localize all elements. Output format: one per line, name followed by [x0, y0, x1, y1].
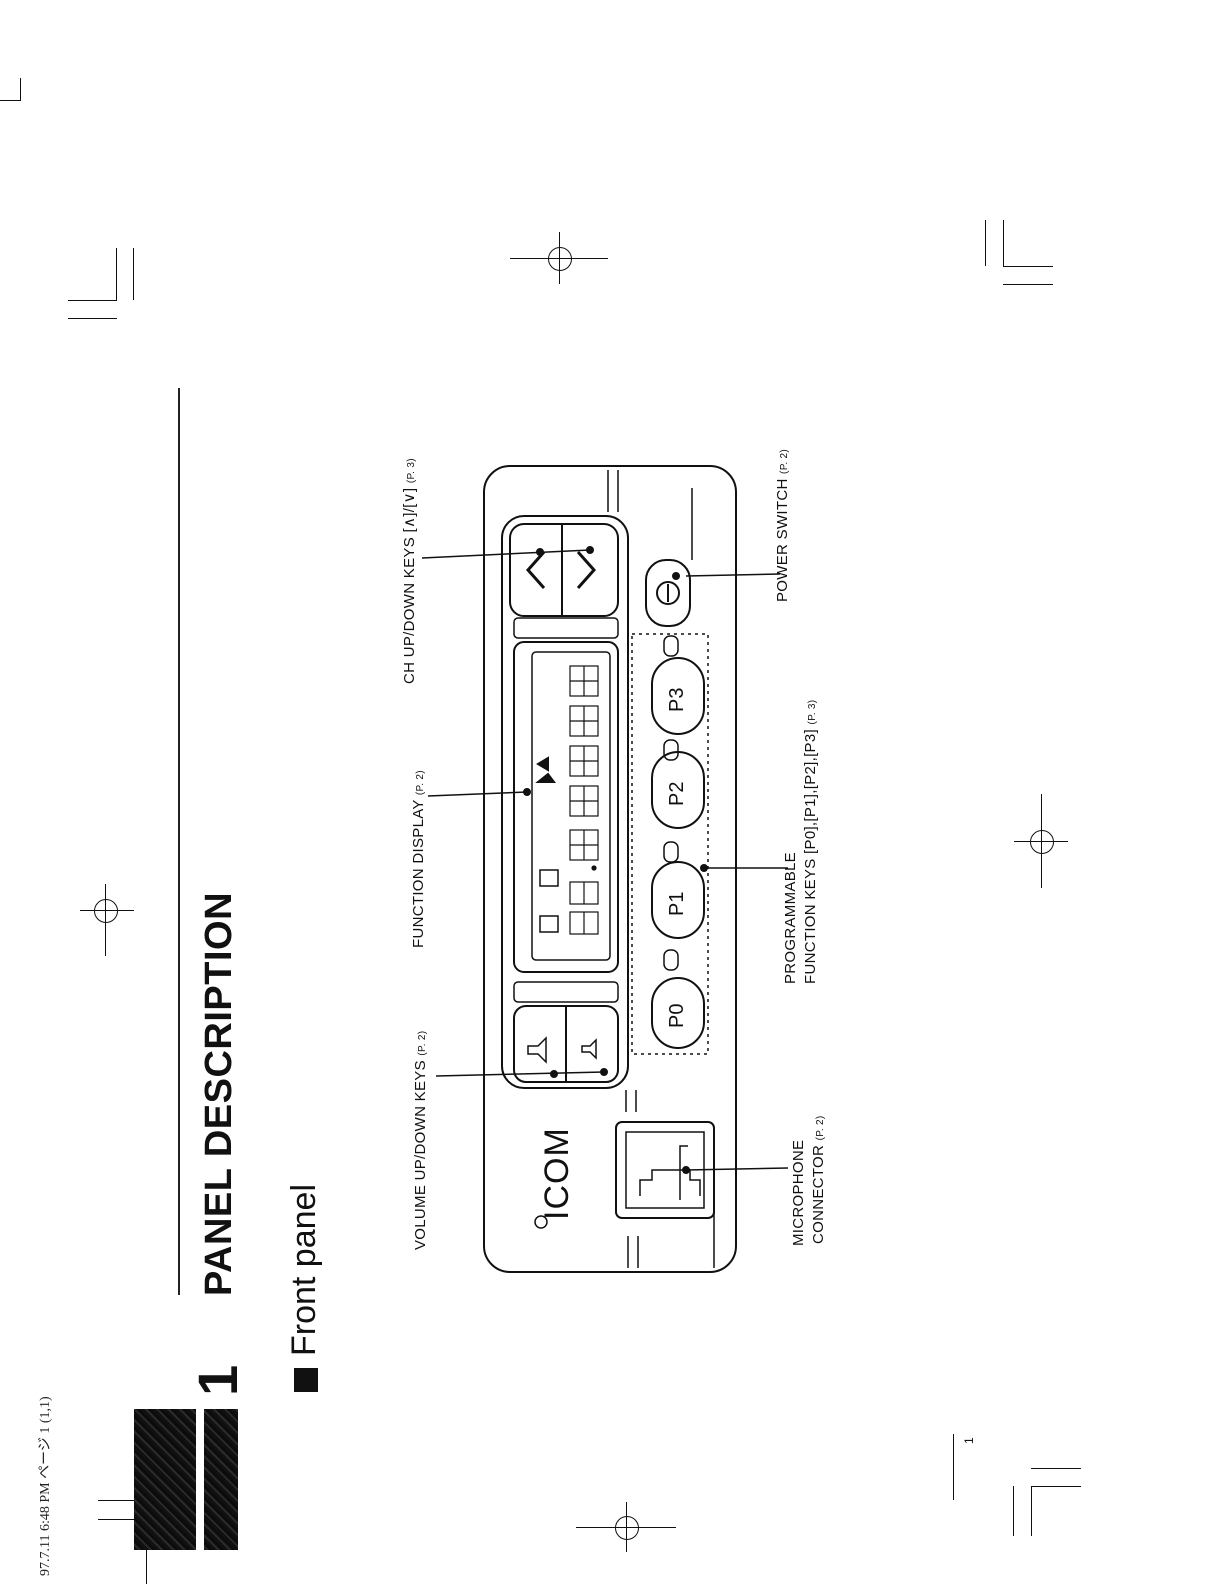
p3-key-label: P3	[666, 688, 689, 712]
label-microphone-line2: CONNECTOR (P. 2)	[810, 1115, 827, 1244]
signal-icon	[540, 870, 558, 886]
p1-key-label: P1	[666, 892, 689, 916]
label-power-ref: (P. 2)	[779, 449, 790, 474]
volume-down-key-icon	[582, 1040, 596, 1058]
label-programmable-line2: FUNCTION KEYS [P0],[P1],[P2],[P3] (P. 3)	[802, 700, 819, 984]
p0-key-label: P0	[666, 1004, 689, 1028]
label-programmable-ref: (P. 3)	[807, 700, 818, 725]
speaker-indicator-icon	[538, 758, 548, 770]
label-volume-text: VOLUME UP/DOWN KEYS	[412, 1060, 429, 1250]
volume-up-key-icon	[528, 1038, 546, 1062]
label-function-display: FUNCTION DISPLAY (P. 2)	[410, 770, 427, 948]
label-volume-keys: VOLUME UP/DOWN KEYS (P. 2)	[412, 1031, 429, 1250]
label-function-display-text: FUNCTION DISPLAY	[410, 800, 427, 948]
ch-up-key-icon	[528, 552, 544, 588]
label-microphone-text: CONNECTOR	[810, 1145, 827, 1244]
label-programmable-text: FUNCTION KEYS [P0],[P1],[P2],[P3]	[802, 729, 819, 984]
label-power-switch: POWER SWITCH (P. 2)	[774, 449, 791, 602]
scan-icon	[540, 916, 558, 932]
label-microphone-ref: (P. 2)	[815, 1115, 826, 1140]
p2-key-label: P2	[666, 782, 689, 806]
label-ch-keys-ref: (P. 3)	[406, 458, 417, 483]
label-ch-keys-text: CH UP/DOWN KEYS [∧]/[∨]	[401, 488, 418, 684]
label-power-text: POWER SWITCH	[774, 478, 791, 602]
display-digits	[570, 666, 598, 934]
ch-down-key-icon	[578, 552, 594, 588]
label-function-display-ref: (P. 2)	[415, 770, 426, 795]
label-volume-ref: (P. 2)	[417, 1031, 428, 1056]
bell-icon	[538, 774, 554, 782]
brand-logo: ICOM	[538, 1127, 577, 1220]
label-microphone-line1: MICROPHONE	[790, 1140, 807, 1246]
label-programmable-line1: PROGRAMMABLE	[782, 852, 799, 984]
page-number: 1	[962, 1437, 976, 1444]
function-display	[514, 642, 618, 972]
label-ch-keys: CH UP/DOWN KEYS [∧]/[∨] (P. 3)	[400, 458, 418, 684]
